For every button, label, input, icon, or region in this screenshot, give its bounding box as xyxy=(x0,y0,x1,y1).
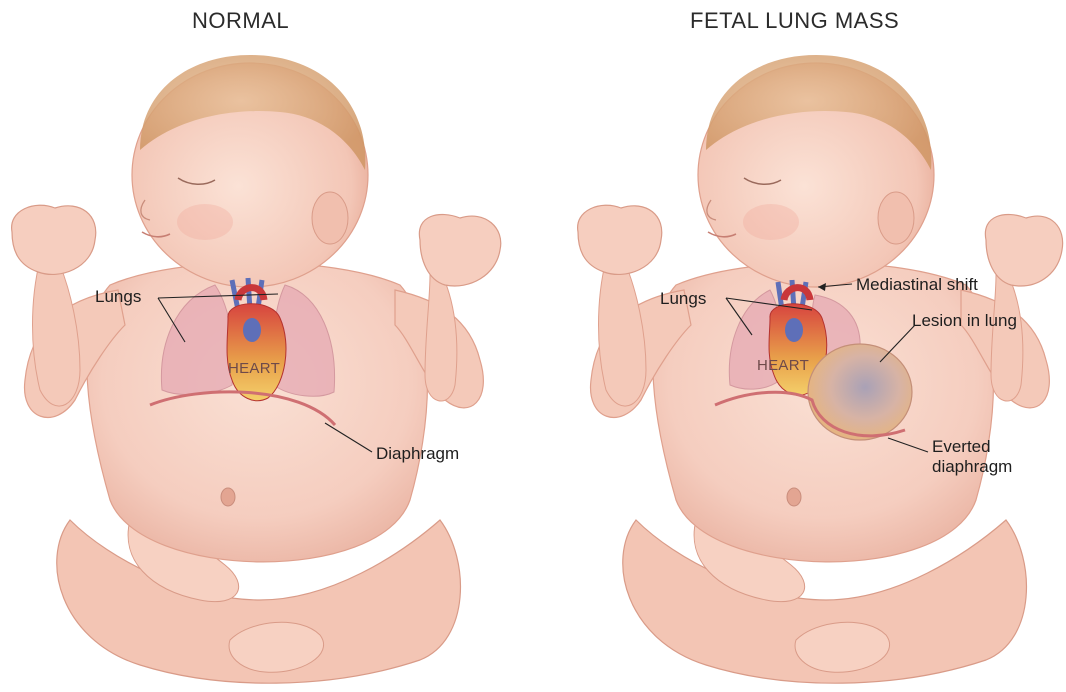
label-lesion-in-lung: Lesion in lung xyxy=(912,311,1017,331)
heart-blue xyxy=(785,318,803,342)
left-upper-arm xyxy=(599,260,647,406)
label-mediastinal-shift: Mediastinal shift xyxy=(856,275,978,295)
cheek xyxy=(177,204,233,240)
left-upper-arm xyxy=(33,260,81,406)
label-heart-normal: HEART xyxy=(228,360,280,377)
heart-blue xyxy=(243,318,261,342)
navel xyxy=(221,488,235,506)
panel-title-normal: NORMAL xyxy=(192,8,289,34)
label-lungs-normal: Lungs xyxy=(95,287,141,307)
right-fist xyxy=(419,214,500,285)
baby-lung-mass xyxy=(578,55,1063,683)
heart xyxy=(227,304,286,401)
navel xyxy=(787,488,801,506)
panel-title-lung-mass: FETAL LUNG MASS xyxy=(690,8,899,34)
label-lungs-lung-mass: Lungs xyxy=(660,289,706,309)
label-everted-diaphragm-line2: diaphragm xyxy=(932,457,1012,477)
cheek xyxy=(743,204,799,240)
label-diaphragm: Diaphragm xyxy=(376,444,459,464)
ear xyxy=(878,192,914,244)
label-everted-diaphragm-line1: Everted xyxy=(932,437,991,457)
label-heart-lung-mass: HEART xyxy=(757,357,809,374)
right-upper-arm xyxy=(991,270,1023,401)
right-upper-arm xyxy=(425,270,457,401)
lung-lesion xyxy=(808,344,912,440)
left-fist xyxy=(12,205,96,274)
ear xyxy=(312,192,348,244)
right-fist xyxy=(985,214,1062,285)
left-fist xyxy=(578,205,662,274)
